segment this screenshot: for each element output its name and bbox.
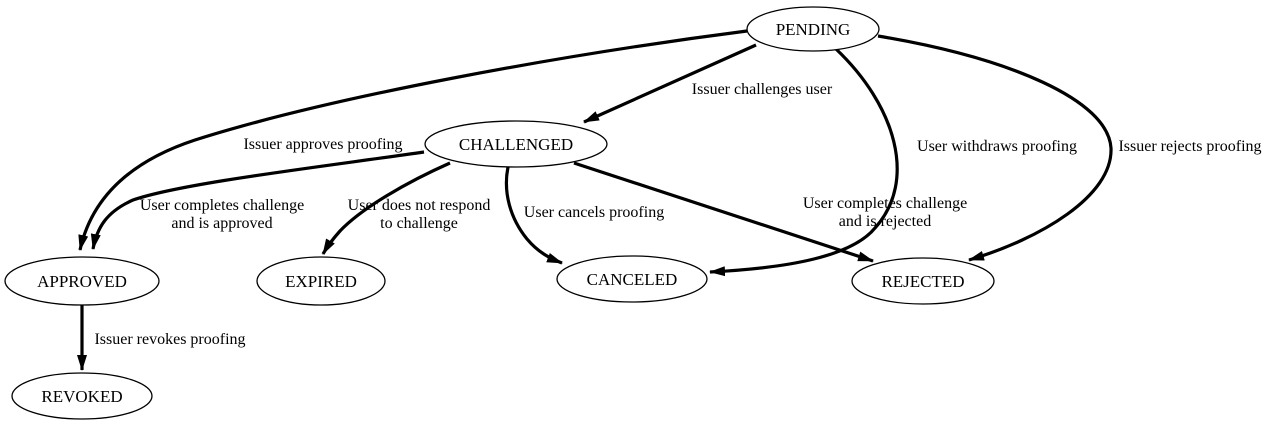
edge-path-challenged-rejected	[573, 161, 874, 263]
state-ellipse-approved	[4, 256, 160, 306]
state-ellipse-rejected	[851, 257, 995, 305]
state-ellipse-revoked	[11, 372, 153, 420]
state-label-canceled: CANCELED	[587, 270, 678, 289]
edge-label-pending-canceled: User withdraws proofing	[917, 138, 1077, 155]
edge-label-challenged-canceled: User cancels proofing	[524, 204, 664, 221]
edge-pending-canceled: User withdraws proofing	[709, 47, 1077, 277]
edge-path-pending-challenged	[583, 43, 757, 124]
state-ellipse-challenged	[424, 120, 608, 168]
edge-pending-rejected: Issuer rejects proofing	[877, 34, 1262, 262]
edge-label-approved-revoked: Issuer revokes proofing	[94, 331, 245, 348]
state-ellipse-pending	[746, 6, 880, 52]
edge-path-pending-rejected	[877, 34, 1113, 262]
nodes-layer: PENDING CHALLENGED APPROVED EXPIRED CANCELED…	[4, 6, 995, 420]
edge-path-challenged-approved	[90, 150, 425, 250]
state-label-approved: APPROVED	[37, 272, 127, 291]
state-node-approved: APPROVED	[4, 256, 160, 306]
edge-label-pending-rejected: Issuer rejects proofing	[1118, 138, 1261, 155]
state-node-pending: PENDING	[746, 6, 880, 52]
edge-pending-approved: Issuer approves proofing	[78, 29, 748, 251]
edge-pending-challenged: Issuer challenges user	[583, 43, 833, 124]
state-label-expired: EXPIRED	[285, 272, 357, 291]
edge-label-pending-approved: Issuer approves proofing	[243, 136, 402, 153]
state-ellipse-expired	[256, 256, 386, 306]
edge-challenged-canceled: User cancels proofing	[504, 166, 664, 265]
state-node-expired: EXPIRED	[256, 256, 386, 306]
edge-approved-revoked: Issuer revokes proofing	[77, 305, 246, 371]
edge-path-challenged-canceled	[504, 166, 563, 265]
edge-path-pending-canceled	[709, 47, 899, 277]
state-label-rejected: REJECTED	[881, 272, 964, 291]
state-label-revoked: REVOKED	[41, 387, 122, 406]
state-node-revoked: REVOKED	[11, 372, 153, 420]
edge-path-challenged-expired	[321, 161, 451, 255]
state-node-rejected: REJECTED	[851, 257, 995, 305]
state-node-canceled: CANCELED	[556, 255, 708, 303]
state-label-pending: PENDING	[776, 20, 851, 39]
state-ellipse-canceled	[556, 255, 708, 303]
edge-path-pending-approved	[78, 29, 748, 251]
state-node-challenged: CHALLENGED	[424, 120, 608, 168]
state-label-challenged: CHALLENGED	[459, 135, 573, 154]
edge-label-pending-challenged: Issuer challenges user	[692, 81, 833, 98]
